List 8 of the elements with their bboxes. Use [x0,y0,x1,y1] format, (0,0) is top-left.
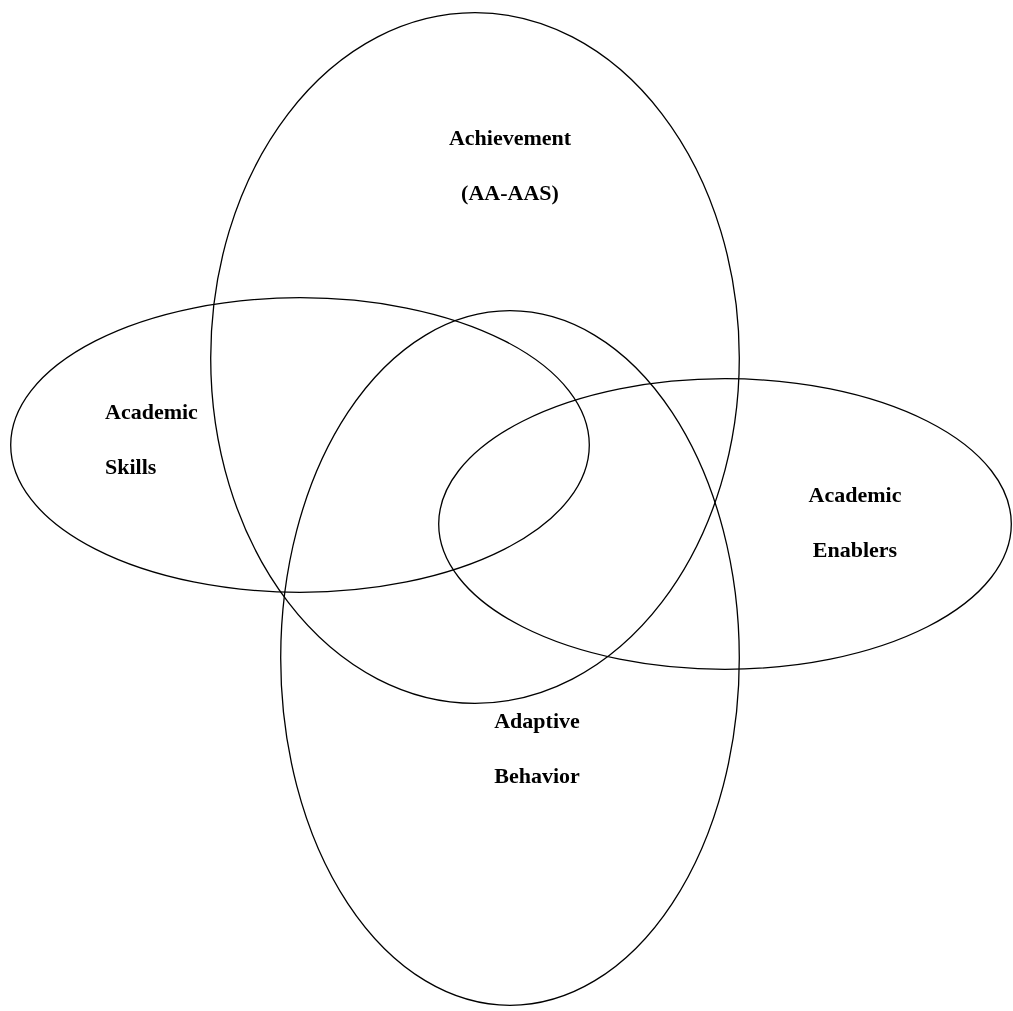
set-ellipse [438,378,1012,670]
set-label: Academic Enablers [807,481,903,564]
set-ellipse [10,297,590,593]
set-label: Academic Skills [105,398,199,481]
set-ellipse [210,12,740,704]
set-ellipse [280,310,740,1006]
set-label: Achievement (AA-AAS) [447,124,573,207]
set-label: Adaptive Behavior [493,707,581,790]
